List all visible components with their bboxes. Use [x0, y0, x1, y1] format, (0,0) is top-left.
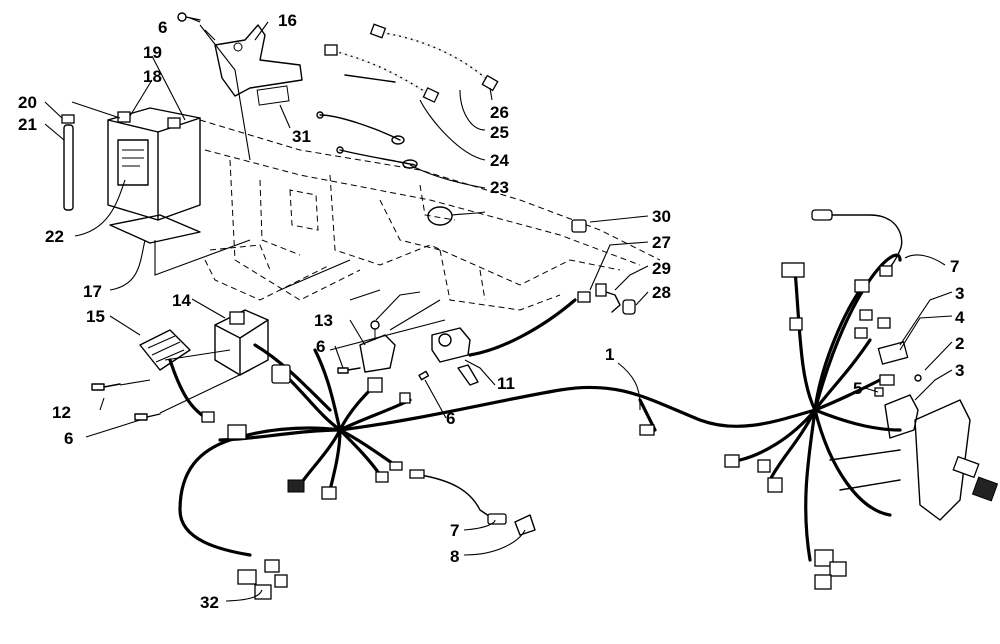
- main-wiring-harness: [168, 253, 902, 562]
- callout-21: 23: [490, 178, 509, 197]
- callout-25: 27: [652, 233, 671, 252]
- callout-18: 20: [18, 93, 37, 112]
- callout-6: 6: [316, 337, 325, 356]
- starter-relay: [359, 320, 396, 373]
- callout-5: 5: [853, 379, 862, 398]
- ground-lead: [409, 469, 507, 525]
- ground-cable: [324, 44, 440, 103]
- callout-6: 6: [64, 429, 73, 448]
- battery-pad: [109, 214, 201, 244]
- callout-3: 3: [955, 361, 964, 380]
- callout-28: 30: [652, 207, 671, 226]
- bolt: [418, 370, 430, 381]
- elbow-connector: [595, 283, 621, 313]
- callout-9: 11: [497, 374, 515, 393]
- battery-bracket: [214, 24, 303, 97]
- callout-30: 32: [200, 593, 219, 612]
- connector-cluster: [237, 559, 288, 600]
- callout-4: 4: [955, 308, 965, 327]
- callout-17: 19: [143, 43, 162, 62]
- callout-20: 22: [45, 227, 64, 246]
- harness-connector: [201, 262, 895, 590]
- vent-tube: [61, 114, 75, 211]
- connector: [571, 219, 587, 233]
- terminal-cap: [622, 299, 636, 315]
- callout-7: 7: [950, 257, 959, 276]
- grommet: [427, 206, 453, 226]
- callout-14: 16: [278, 11, 297, 30]
- callout-11: 13: [314, 311, 333, 330]
- callout-29: 31: [292, 127, 311, 146]
- leader-lines: [44, 17, 953, 602]
- callout-13: 15: [86, 307, 105, 326]
- boot: [514, 514, 536, 536]
- bolt: [134, 413, 161, 421]
- spark-plug-cap: [457, 364, 479, 386]
- harness-connector: [952, 455, 999, 502]
- cdi-module: [214, 309, 269, 376]
- wire-lead: [336, 146, 418, 169]
- callout-19: 21: [18, 115, 37, 134]
- callout-23: 25: [490, 123, 509, 142]
- sensor-wire: [811, 209, 903, 277]
- callout-1: 1: [605, 345, 614, 364]
- callout-3: 3: [955, 284, 964, 303]
- callout-2: 2: [955, 334, 964, 353]
- frame-bracket-right: [829, 399, 971, 521]
- callout-7: 7: [450, 521, 459, 540]
- callout-6: 6: [158, 18, 167, 37]
- ignition-coil: [431, 327, 471, 363]
- callout-15: 17: [83, 282, 102, 301]
- callout-10: 12: [52, 403, 71, 422]
- callout-22: 24: [490, 151, 509, 170]
- bolt: [91, 383, 121, 391]
- bolt: [177, 12, 201, 22]
- callout-12: 14: [172, 291, 191, 310]
- rectifier: [139, 329, 191, 371]
- callout-26: 28: [652, 283, 671, 302]
- battery: [107, 107, 201, 221]
- callout-6: 6: [446, 409, 455, 428]
- battery-cable: [369, 23, 499, 92]
- regulator-bracket: [874, 317, 922, 439]
- callout-27: 29: [652, 259, 671, 278]
- callout-16: 18: [143, 67, 162, 86]
- callout-8: 8: [450, 547, 459, 566]
- wire-connector: [577, 291, 591, 303]
- wire-lead: [316, 74, 405, 145]
- callout-24: 26: [490, 103, 509, 122]
- frame-outline: [199, 119, 661, 311]
- callout-labels: 6 16 19 18 20 21 22 17 31 26 25 24 23 30…: [18, 11, 965, 612]
- bolt: [337, 367, 361, 374]
- pad: [256, 85, 290, 106]
